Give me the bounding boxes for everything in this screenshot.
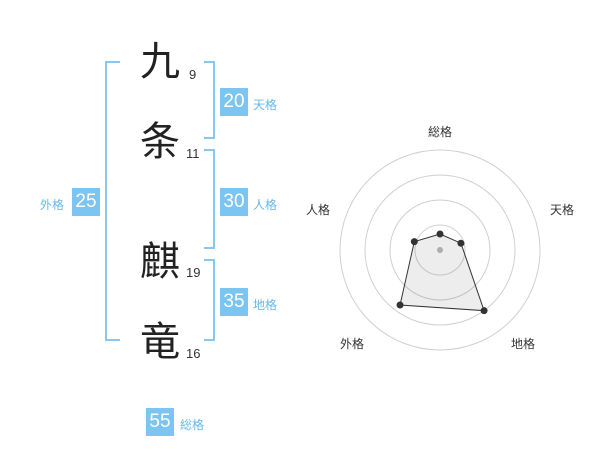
name-char-2: 条 bbox=[140, 119, 180, 165]
stroke-count-1: 9 bbox=[189, 67, 197, 82]
chikaku-value: 35 bbox=[220, 288, 248, 316]
name-char-4: 竜 bbox=[140, 319, 180, 365]
name-char-1: 九 bbox=[140, 39, 180, 85]
gaikaku-value: 25 bbox=[72, 188, 100, 216]
radar-series-polygon bbox=[399, 233, 485, 312]
stroke-count-2: 11 bbox=[186, 146, 200, 161]
chikaku-label: 地格 bbox=[253, 298, 278, 312]
gaikaku-label: 外格 bbox=[40, 198, 65, 212]
radar-point-3 bbox=[480, 307, 488, 315]
radar-ring bbox=[414, 224, 466, 276]
radar-label-gaikaku: 外格 bbox=[340, 337, 365, 351]
soukaku-value: 55 bbox=[146, 408, 174, 436]
radar-ring bbox=[339, 149, 541, 351]
radar-label-jinkaku: 人格 bbox=[306, 203, 331, 217]
jinkaku-value: 30 bbox=[220, 188, 248, 216]
radar-point-2 bbox=[457, 239, 465, 247]
radar-label-chikaku: 地格 bbox=[511, 337, 536, 351]
radar-center-dot bbox=[437, 247, 443, 253]
radar-label-soukaku: 総格 bbox=[428, 125, 453, 139]
jinkaku-label: 人格 bbox=[253, 198, 278, 212]
radar-point-1 bbox=[436, 230, 444, 238]
radar-ring bbox=[364, 174, 516, 326]
radar-ring bbox=[389, 199, 491, 301]
tenkaku-label: 天格 bbox=[253, 98, 278, 112]
stroke-count-4: 16 bbox=[186, 346, 201, 361]
soukaku-label: 総格 bbox=[180, 418, 205, 432]
radar-point-5 bbox=[410, 238, 418, 246]
tenkaku-value: 20 bbox=[220, 88, 248, 116]
radar-point-4 bbox=[396, 301, 404, 309]
radar-label-tenkaku: 天格 bbox=[550, 203, 575, 217]
stroke-count-3: 19 bbox=[186, 265, 201, 280]
name-char-3: 麒 bbox=[140, 239, 180, 285]
